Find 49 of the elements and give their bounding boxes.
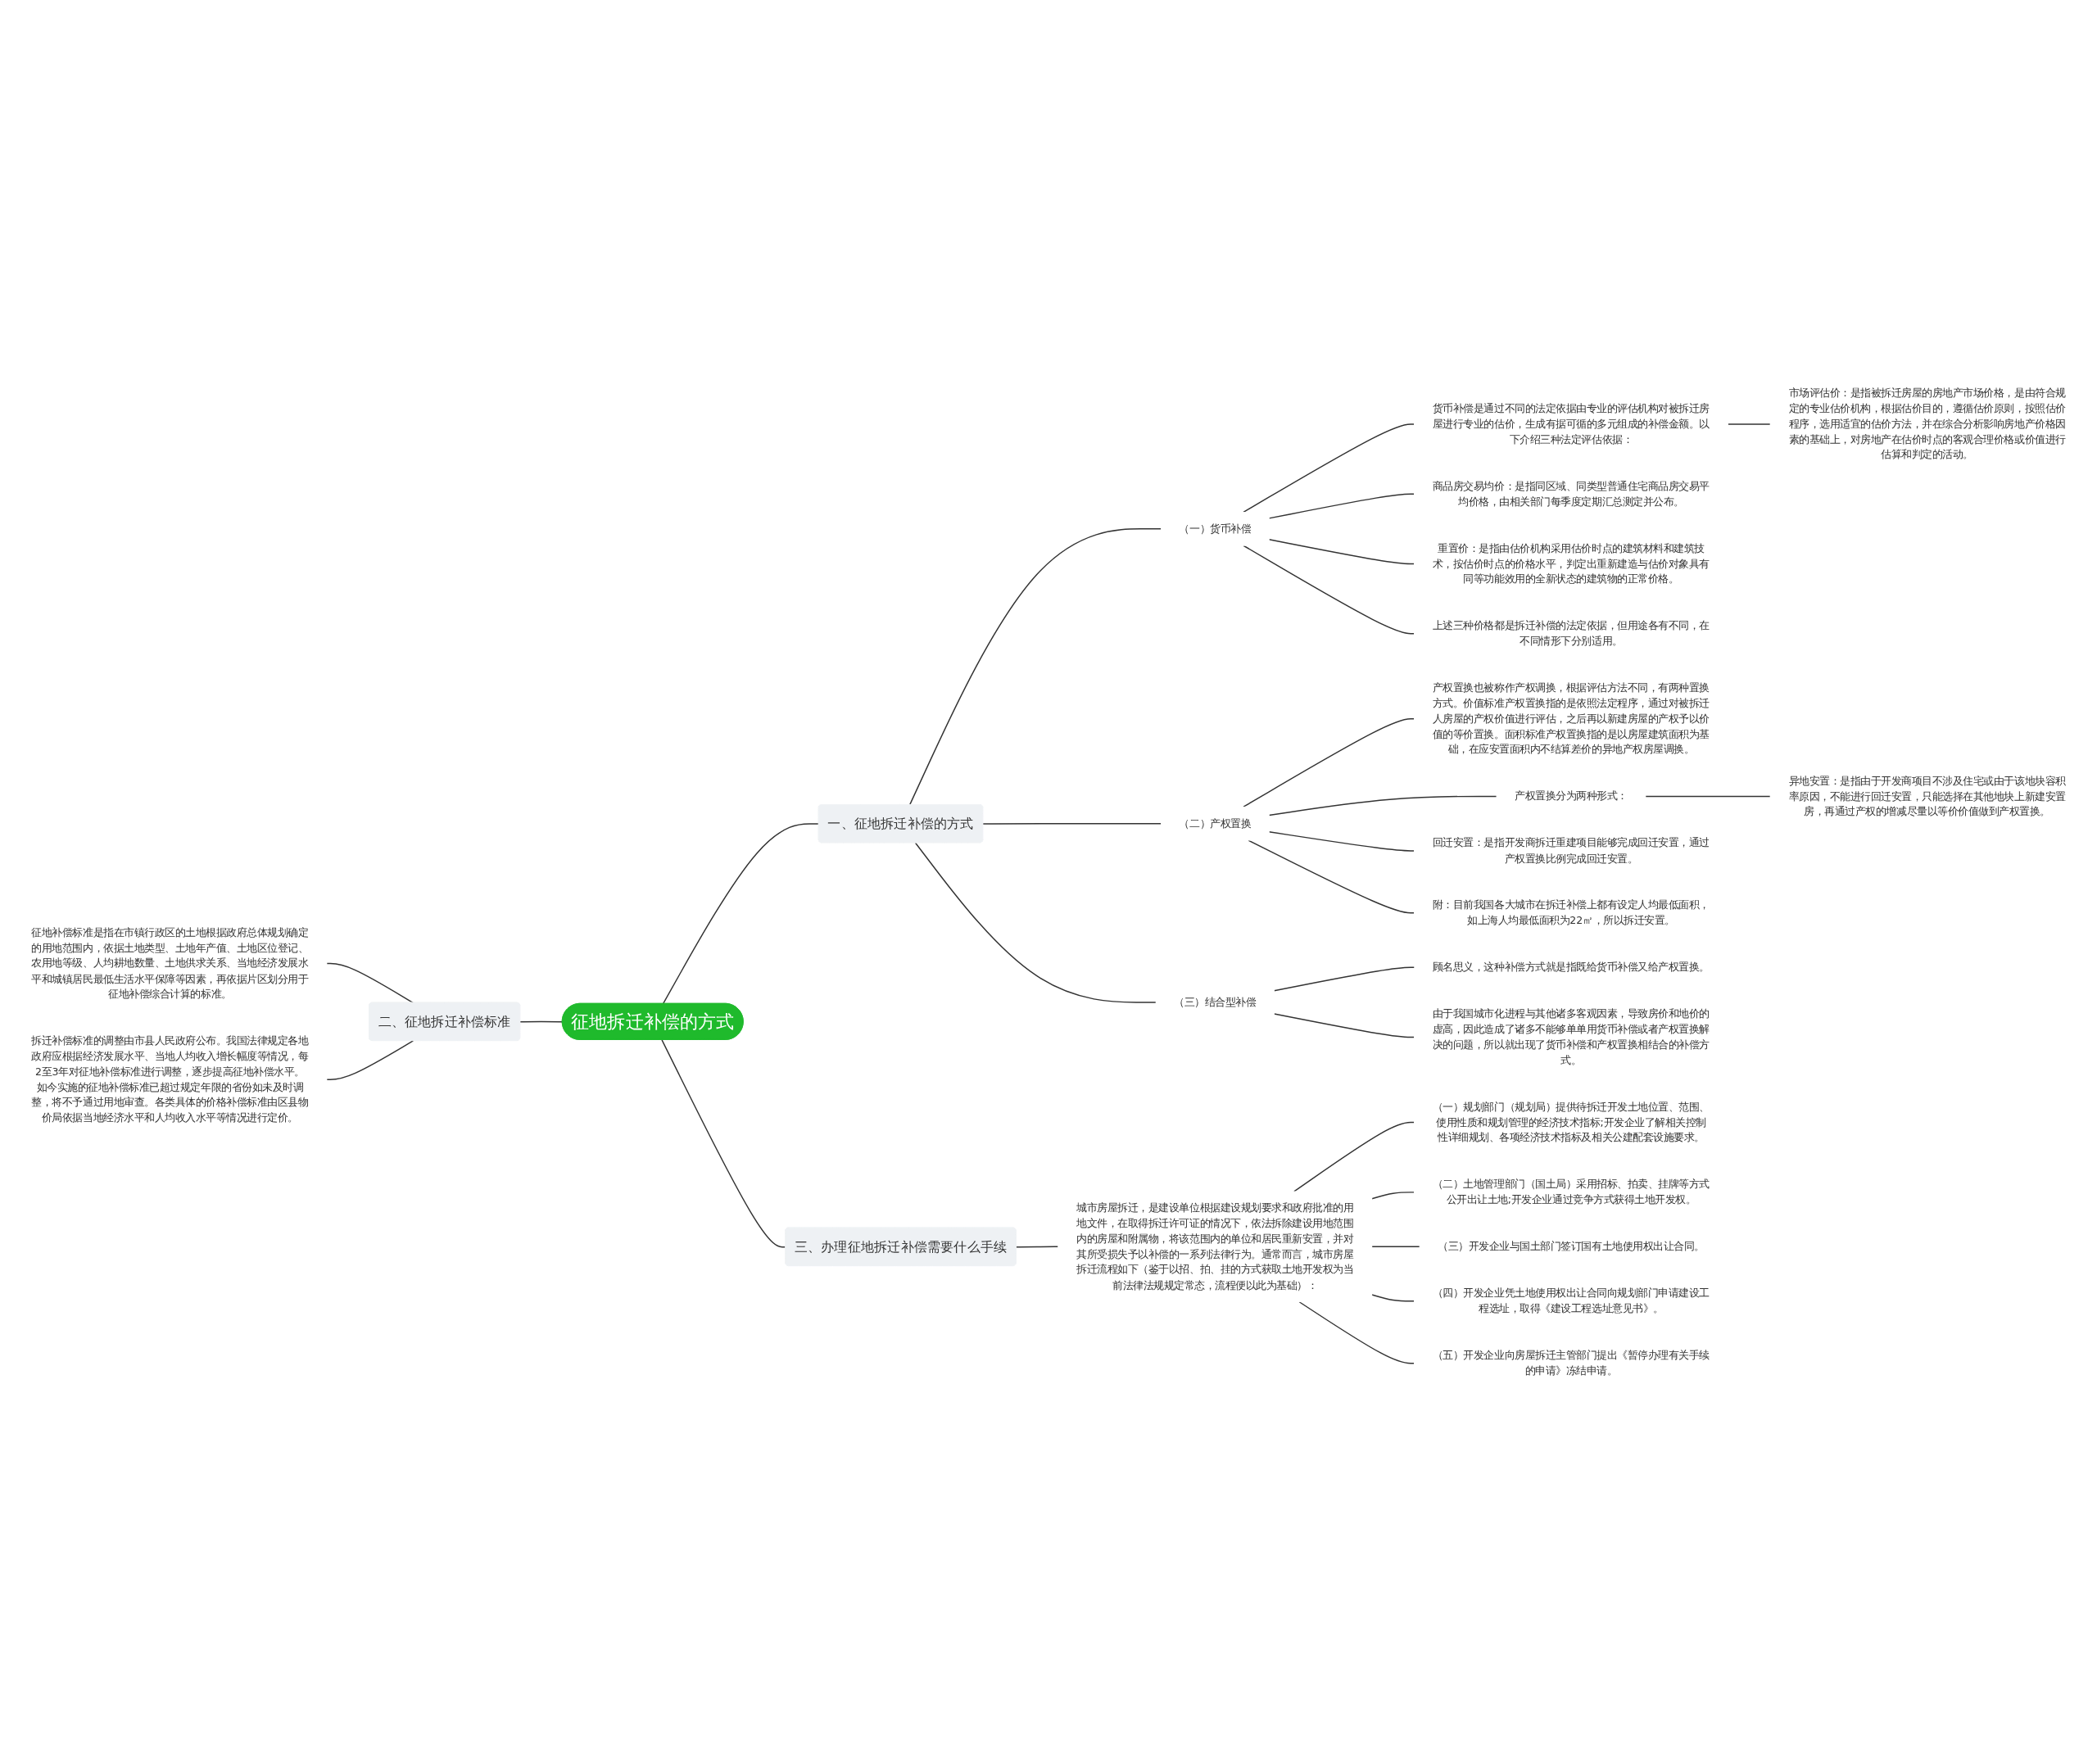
connector: [982, 822, 1162, 825]
node-text: （三）开发企业与国土部门签订国有土地使用权出让合同。: [1438, 1240, 1705, 1252]
node-text: （二）产权置换: [1179, 816, 1252, 830]
connector: [1243, 423, 1415, 513]
connector: [326, 1040, 414, 1080]
node-text: 由于我国城市化进程与其他诸多客观因素，导致房价和地价的虚高，因此造成了诸多不能够单单用货币补偿或者产权置换解决的问题，所以就出现了货币补偿和产权置换相结合的补偿方式。: [1432, 1007, 1710, 1066]
connector: [1268, 795, 1497, 816]
node-text: 顾名思义，这种补偿方式就是指既给货币补偿又给产权置换。: [1432, 961, 1710, 973]
connector: [1268, 830, 1415, 852]
connector: [1371, 1294, 1415, 1302]
node-text: 异地安置：是指由于开发商项目不涉及住宅或由于该地块容积率原因，不能进行回迁安置，只能选择在其他地块上新建安置房，再通过产权的增减尽量以等价价值做到产权置换。: [1788, 774, 2066, 817]
node-text: 上述三种价格都是拆迁补偿的法定依据，但用途各有不同，在不同情形下分别适用。: [1432, 619, 1710, 647]
node-text: （一）规划部门（规划局）提供待拆迁开发土地位置、范围、使用性质和规划管理的经济技术指标;开发企业了解相关控制性详细规划、各项经济技术指标及相关公建配套设施要求。: [1432, 1100, 1710, 1143]
node-text: 征地补偿标准是指在市镇行政区的土地根据政府总体规划确定的用地范围内，依据土地类型、土地年产值、土地区位登记、农用地等级、人均耕地数量、土地供求关系、当地经济发展水平和城镇居民最低生活水平保障等因素，再依据片区划分用于征地补偿综合计算的标准。: [31, 925, 309, 1000]
connector: [1298, 1300, 1415, 1364]
node-text: 市场评估价：是指被拆迁房屋的房地产市场价格，是由符合规定的专业估价机构，根据估价目的，遵循估价原则，按照估价程序，选用适宜的估价方法，并在综合分析影响房地产价格因素的基础上，对房地产在估价时点的客观合理价格或价值进行估算和判定的活动。: [1788, 387, 2066, 461]
connector: [1243, 545, 1415, 635]
connector: [1371, 1246, 1420, 1247]
connector: [1268, 493, 1415, 519]
connector: [908, 527, 1162, 806]
node-text: 货币补偿是通过不同的法定依据由专业的评估机构对被拆迁房屋进行专业的估价，生成有据可循的多元组成的补偿金额。以下介绍三种法定评估依据：: [1432, 401, 1710, 446]
connector: [661, 1038, 786, 1248]
node-text: 城市房屋拆迁，是建设单位根据建设规划要求和政府批准的用地文件，在取得拆迁许可证的情况下，依法拆除建设用地范围内的房屋和附属物，将该范围内的单位和居民重新安置，并对其所受损失予以补偿的一系列法律行为。通常而言，城市房屋拆迁流程如下（鉴于以招、拍、挂的方式获取土地开发权为当前法律法规规定常态，流程便以此为基础）：: [1076, 1201, 1354, 1291]
connector: [1273, 966, 1415, 992]
connector: [1015, 1246, 1059, 1248]
connector: [662, 823, 820, 1005]
connector: [1293, 1121, 1415, 1192]
connector: [1371, 1191, 1415, 1200]
connector: [1273, 1013, 1415, 1038]
connector: [1645, 795, 1771, 797]
node-text: （五）开发企业向房屋拆迁主管部门提出《暂停办理有关手续的申请》冻结申请。: [1432, 1349, 1710, 1377]
node-text: 产权置换分为两种形式：: [1515, 789, 1628, 803]
node-text: 回迁安置：是指开发商拆迁重建项目能够完成回迁安置，通过产权置换比例完成回迁安置。: [1432, 836, 1710, 864]
connector: [1248, 839, 1415, 914]
connector: [1268, 538, 1415, 564]
node-text: 产权置换也被称作产权调换，根据评估方法不同，有两种置换方式。价值标准产权置换指的是依照法定程序，通过对被拆迁人房屋的产权价值进行评估，之后再以新建房屋的产权予以价值的等价置换。面积标准产权置换指的是以房屋建筑面积为基础，在应安置面积内不结算差价的异地产权房屋调换。: [1432, 681, 1710, 755]
node-text: 附：目前我国各大城市在拆迁补偿上都有设定人均最低面积，如上海人均最低面积为22㎡，所以拆迁安置。: [1432, 898, 1710, 926]
mind-map-drawing: 征地拆迁补偿的方式 一、征地拆迁补偿的方式 （一）货币补偿 货币补偿是通过不同的法定依据由专业的评估机构对被拆迁房屋进行专业的估价，生成有据可循的多元组成的补偿金额。以下介绍三种法定评估依据： 市场评估价：是指被拆迁房屋的房地产市场价格，是由符合规定的专业估价机构，根据估价目的，遵循估价原则，按照估价程序，选用适宜的估价方法，并在综合分析影响房地产价格因素的基础上，对房地产在估价时点的客观合理价格或价值进行估算和判定的活动。 商品房交易均价：是指同区域、同类型普通住宅商品房交易平均价格，由相关部门每季度定期汇总测定并公布。 重置价：是指由估价机构采用估价时点的建筑材料和建筑技术，按估价时点的价格水平，判定出重新建造与估价对象具有同等功能效用的全新状态的建筑物的正常价格。 上述三种价格都是拆迁补偿的法定依据，但用途各有不同，在不同情形下分别适用。 （二）产权置换 产权置换也被称作产权调换，根据评估方法不同，有两种置换方式。价值标准产权置换指的是依照法定程序，通过对被拆迁人房屋的产权价值进行评估，之后再以新建房屋的产权予以价值的等价置换。面积标准产权置换指的是以房屋建筑面积为基础，在应安置面积内不结算差价的异地产权房屋调换。 产权置换分为两种形式： 异地安置：是指由于开发商项目不涉及住宅或由于该地块容积率原因，不能进行回迁安置，只能选择在其他地块上新建安置房，再通过产权的增减尽量以等价价值做到产权置换。 回迁安置：是指开发商拆迁重建项目能够完成回迁安置，通过产权置换比例完成回迁安置。 附：目前我国各大城市在拆迁补偿上都有设定人均最低面积，如上海人均最低面积为22㎡，所以拆迁安置。 （三）结合型补偿 顾名思义，这种补偿方式就是指既给货币补偿又给产权置换。 由于我国城市化进程与其他诸多客观因素，导致房价和地价的虚高，因此造成了诸多不能够单单用货币补偿或者产权置换解决的问题，所以就出现了货币补偿和产权置换相结合的补偿方式。 二、征地拆迁补偿标准 征地补偿标准是指在市镇行政区的土地根据政府总体规划确定的用地范围内，依据土地类型、土地年产值、土地区位登记、农用地等级、人均耕地数量、土地供求关系、当地经济发展水平和城镇居民最低生活水平保障等因素，再依据片区划分用于征地补偿综合计算的标准。 拆迁补偿标准的调整由市县人民政府公布。我国法律规定各地政府应根据经济发展水平、当地人均收入增长幅度等情况，每2至3年对征地补偿标准进行调整，逐步提高征地补偿水平。如今实施的征地补偿标准已超过规定年限的省份如未及时调整，将不予通过用地审查。各类具体的价格补偿标准由区县物价局依据当地经济水平和人均收入水平等情况进行定价。 三、办理征地拆迁补偿需要什么手续 城市房屋拆迁，是建设单位根据建设规划要求和政府批准的用地文件，在取得拆迁许可证的情况下，依法拆除建设用地范围内的房屋和附属物，将该范围内的单位和居民重新安置，并对其所受损失予以补偿的一系列法律行为。通常而言，城市房屋拆迁流程如下（鉴于以招、拍、挂的方式获取土地开发权为当前法律法规规定常态，流程便以此为基础）： （一）规划部门（规划局）提供待拆迁开发土地位置、范围、使用性质和规划管理的经济技术指标;开发企业了解相关控制性详细规划、各项经济技术指标及相关公建配套设施要求。 （二）土地管理部门（国土局）采用招标、拍卖、挂牌等方式公开出让土地;开发企业通过竞争方式获得土地开发权。 （三）开发企业与国土部门签订国有土地使用权出让合同。 （四）开发企业凭土地使用权出让合同向规划部门申请建设工程选址，取得《建设工程选址意见书》。 （五）开发企业向房屋拆迁主管部门提出《暂停办理有关手续的申请》冻结申请。: [8, 371, 2089, 1393]
node-text: （四）开发企业凭土地使用权出让合同向规划部门申请建设工程选址，取得《建设工程选址意见书》。: [1432, 1287, 1710, 1314]
connector: [1243, 717, 1415, 807]
node-text: （三）结合型补偿: [1174, 995, 1257, 1008]
node-text: （二）土地管理部门（国土局）采用招标、拍卖、挂牌等方式公开出让土地;开发企业通过竞争方式获得土地开发权。: [1432, 1178, 1710, 1205]
node-text: （一）货币补偿: [1179, 522, 1252, 535]
connector: [914, 842, 1157, 1003]
node-text: 拆迁补偿标准的调整由市县人民政府公布。我国法律规定各地政府应根据经济发展水平、当地人均收入增长幅度等情况，每2至3年对征地补偿标准进行调整，逐步提高征地补偿水平。如今实施的征地补偿标准已超过规定年限的省份如未及时调整，将不予通过用地审查。各类具体的价格补偿标准由区县物价局依据当地经济水平和人均收入水平等情况进行定价。: [31, 1034, 309, 1124]
node-text: 商品房交易均价：是指同区域、同类型普通住宅商品房交易平均价格，由相关部门每季度定期汇总测定并公布。: [1432, 479, 1710, 508]
connector: [1727, 423, 1771, 425]
node-text: 重置价：是指由估价机构采用估价时点的建筑材料和建筑技术，按估价时点的价格水平，判定出重新建造与估价对象具有同等功能效用的全新状态的建筑物的正常价格。: [1432, 541, 1710, 585]
connector: [519, 1020, 564, 1023]
